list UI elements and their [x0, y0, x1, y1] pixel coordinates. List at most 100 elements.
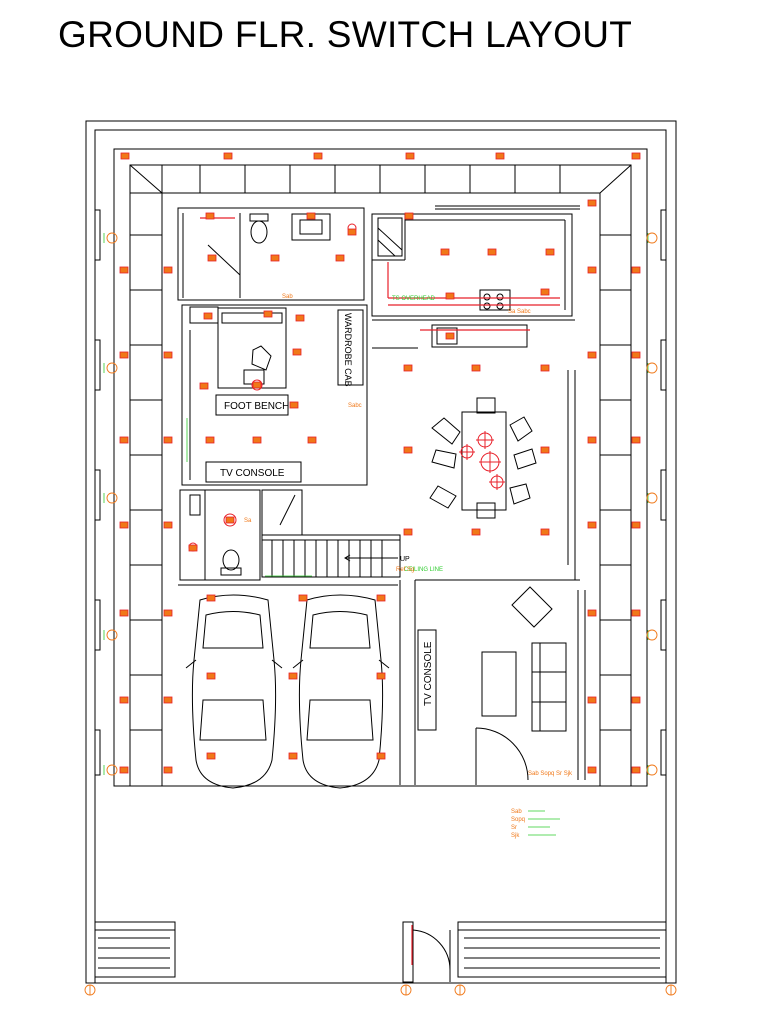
switch-marker — [445, 292, 455, 300]
switch-marker — [119, 766, 129, 774]
switch-marker — [335, 254, 345, 262]
switch-marker — [587, 766, 597, 774]
switch-code-sabc: Sabc — [348, 403, 362, 409]
switch-marker — [404, 212, 414, 220]
entrance-steps-right — [457, 921, 667, 978]
switch-marker — [205, 212, 215, 220]
sofa — [531, 642, 567, 732]
switch-marker — [288, 752, 298, 760]
legend-code: Sr — [511, 825, 517, 831]
switch-code-sa-sabc: Sa Sabc — [508, 309, 531, 315]
switch-marker — [540, 528, 550, 536]
switch-legend: Sab Sopq Sr Sjk — [511, 809, 560, 839]
switch-marker — [587, 696, 597, 704]
switch-marker — [120, 152, 130, 160]
switch-marker — [440, 248, 450, 256]
switch-marker — [313, 152, 323, 160]
switch-marker — [631, 351, 641, 359]
bedroom — [181, 304, 368, 486]
legend-code: Sopq — [511, 817, 525, 823]
switch-marker — [163, 436, 173, 444]
switch-marker — [206, 594, 216, 602]
switch-marker — [471, 528, 481, 536]
switch-marker — [295, 314, 305, 322]
switch-marker — [163, 266, 173, 274]
switch-marker — [376, 752, 386, 760]
switch-marker — [545, 248, 555, 256]
switch-marker — [119, 351, 129, 359]
staircase — [261, 534, 401, 578]
car-left — [185, 594, 283, 789]
switch-code-ref: Ref Sg — [396, 567, 414, 573]
switch-marker — [119, 521, 129, 529]
switch-marker — [307, 436, 317, 444]
switch-marker — [347, 228, 357, 236]
switch-marker — [495, 152, 505, 160]
toilet-room — [177, 207, 365, 301]
switch-marker — [207, 254, 217, 262]
switch-marker — [403, 364, 413, 372]
switch-marker — [376, 672, 386, 680]
switch-marker — [163, 696, 173, 704]
switch-marker — [203, 312, 213, 320]
stair-up-label: UP — [400, 556, 410, 563]
switch-code-sab: Sab — [282, 294, 293, 300]
switch-marker — [631, 521, 641, 529]
switch-marker — [631, 266, 641, 274]
switch-marker — [587, 609, 597, 617]
switch-marker — [188, 544, 198, 552]
switch-marker — [587, 266, 597, 274]
switch-marker — [587, 199, 597, 207]
switch-marker — [540, 446, 550, 454]
tv-console-living-label: TV CONSOLE — [423, 641, 434, 706]
tv-console-bed — [205, 461, 302, 483]
switch-code-door: Sab Sopq Sr Sjk — [528, 771, 573, 777]
switch-marker — [376, 594, 386, 602]
switch-marker — [631, 436, 641, 444]
car-right — [292, 594, 390, 789]
switch-marker — [403, 528, 413, 536]
legend-code: Sjk — [511, 833, 520, 839]
switch-marker — [289, 401, 299, 409]
legend-code: Sab — [511, 809, 522, 815]
switch-marker — [119, 436, 129, 444]
tv-console-bed-label: TV CONSOLE — [220, 468, 285, 479]
switch-marker — [119, 696, 129, 704]
switch-marker — [252, 436, 262, 444]
switch-marker — [119, 266, 129, 274]
switch-marker — [306, 212, 316, 220]
wardrobe-label: WARDROBE CAB — [343, 313, 353, 387]
switch-marker — [403, 446, 413, 454]
switch-marker — [206, 672, 216, 680]
ceiling-line-label: CEILING LINE — [404, 567, 443, 573]
switch-marker — [587, 521, 597, 529]
switch-marker — [223, 152, 233, 160]
switch-marker — [288, 672, 298, 680]
switch-marker — [631, 152, 641, 160]
switch-marker — [631, 609, 641, 617]
switch-code-sa: Sa — [244, 518, 252, 524]
switch-marker — [270, 254, 280, 262]
dining-table — [461, 411, 507, 511]
switch-marker — [445, 332, 455, 340]
switch-marker — [119, 609, 129, 617]
switch-marker — [631, 766, 641, 774]
outer-boundary — [85, 120, 677, 984]
foot-bench-label: FOOT BENCH — [224, 401, 289, 412]
switch-marker — [540, 288, 550, 296]
switch-marker — [487, 248, 497, 256]
switch-marker — [298, 594, 308, 602]
outer-boundary-inner — [94, 129, 667, 984]
switch-marker — [540, 364, 550, 372]
switch-marker — [252, 381, 262, 389]
toilet-room-2 — [179, 489, 261, 581]
switch-marker — [263, 310, 273, 318]
switch-marker — [163, 351, 173, 359]
building-shell — [113, 148, 648, 787]
kitchen — [371, 213, 573, 317]
switch-marker — [163, 766, 173, 774]
switch-marker — [587, 436, 597, 444]
switch-marker — [206, 752, 216, 760]
overhead-label: TS OVERHEAD — [392, 296, 436, 302]
